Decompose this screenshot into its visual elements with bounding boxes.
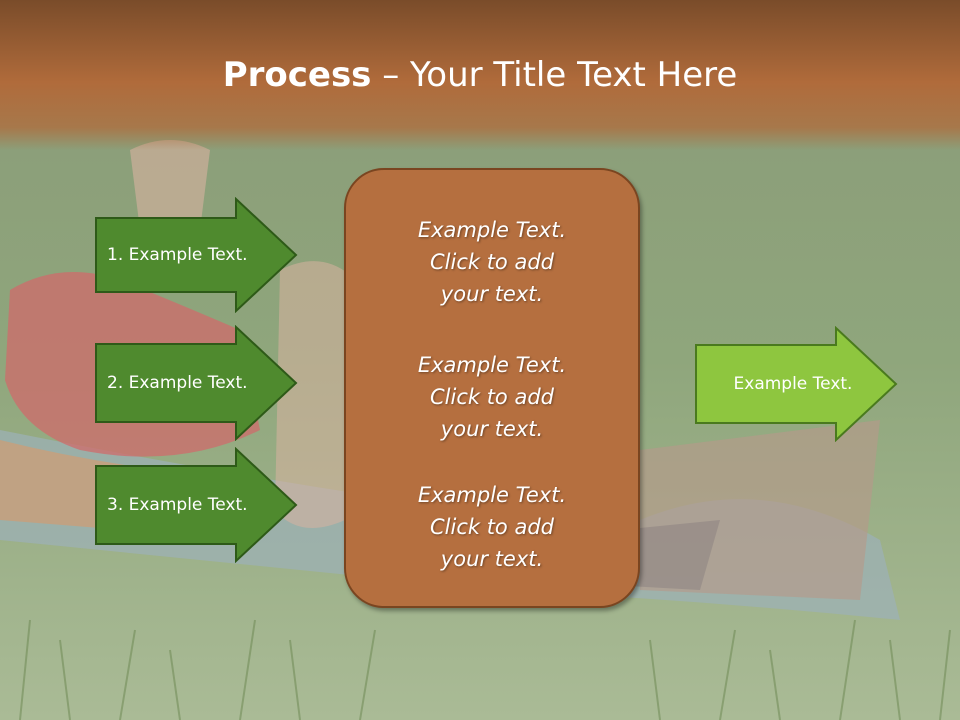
center-block-3-line1: Example Text. [417, 483, 567, 507]
center-block-1-line2: Click to add [429, 250, 554, 274]
arrow-2[interactable]: 2. Example Text. [94, 325, 300, 441]
right-arrow-shape-icon [695, 326, 898, 442]
center-block-3-line2: Click to add [429, 515, 554, 539]
center-block-3: Example Text. Click to add your text. [346, 479, 638, 575]
center-block-2: Example Text. Click to add your text. [346, 349, 638, 445]
right-arrow-shape-icon [95, 325, 298, 441]
center-block-2-line3: your text. [440, 417, 544, 441]
right-arrow-shape-icon [95, 197, 298, 313]
center-block-2-line1: Example Text. [417, 353, 567, 377]
arrow-1-label: 1. Example Text. [107, 245, 248, 265]
center-block-1: Example Text. Click to add your text. [346, 214, 638, 310]
output-arrow[interactable]: Example Text. [694, 326, 900, 442]
arrow-3-label: 3. Example Text. [107, 495, 248, 515]
title-band [0, 0, 960, 150]
title-rest: – Your Title Text Here [371, 55, 738, 95]
arrow-2-label: 2. Example Text. [107, 373, 248, 393]
center-block-1-line1: Example Text. [417, 218, 567, 242]
output-arrow-label: Example Text. [733, 374, 853, 394]
slide-title: Process – Your Title Text Here [0, 52, 960, 98]
center-block-3-line3: your text. [440, 547, 544, 571]
arrow-1[interactable]: 1. Example Text. [94, 197, 300, 313]
arrow-3[interactable]: 3. Example Text. [94, 447, 300, 563]
title-bold: Process [222, 55, 372, 95]
center-block-1-line3: your text. [440, 282, 544, 306]
right-arrow-shape-icon [95, 447, 298, 563]
center-block-2-line2: Click to add [429, 385, 554, 409]
center-text-box[interactable]: Example Text. Click to add your text. Ex… [344, 168, 640, 608]
